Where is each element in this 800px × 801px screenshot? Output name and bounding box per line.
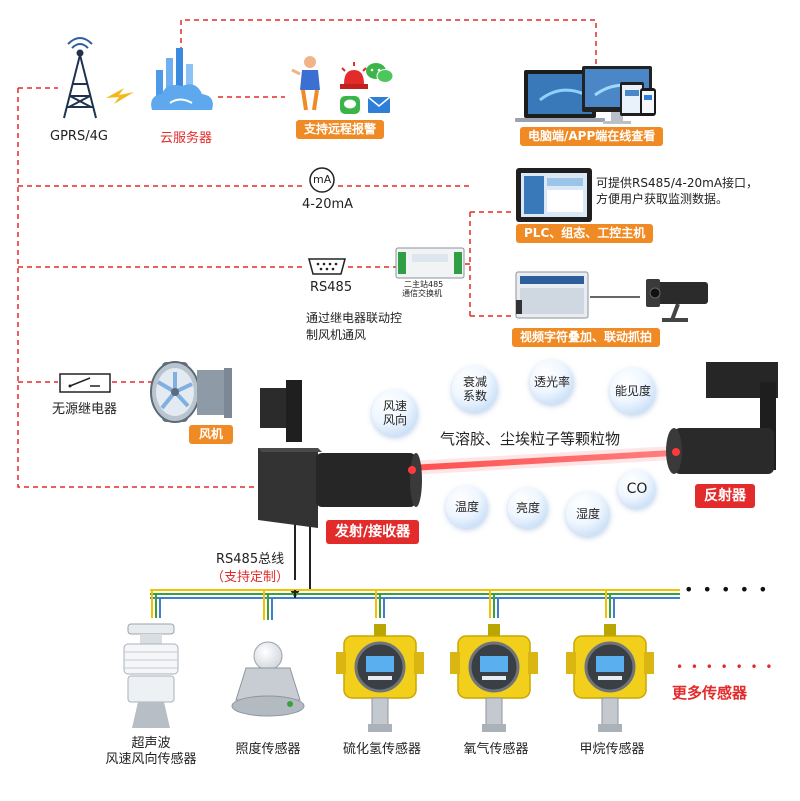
switch-label-line2: 通信交换机 [402, 289, 442, 298]
rs485-label: RS485 [310, 280, 353, 295]
rs485-bus [150, 520, 680, 599]
sensor-label-methane: 甲烷传感器 [579, 742, 645, 757]
dashed-link-switch-branch [465, 211, 515, 317]
reflector-icon [666, 362, 778, 474]
fan-tag: 风机 [189, 425, 234, 444]
gprs-tower-icon [63, 37, 97, 119]
bubble-visibility: 能见度 [610, 368, 656, 414]
cloud-server-label: 云服务器 [160, 131, 213, 146]
sensor-label-illuminance: 照度传感器 [235, 742, 301, 757]
interface-note-line2: 方便用户获取监测数据。 [596, 192, 729, 206]
remote-alarm-tag: 支持远程报警 [296, 120, 385, 139]
dashed-link-left-trunk [17, 87, 260, 488]
ma-icon [309, 167, 335, 193]
sensor-oxygen-icon [450, 624, 538, 732]
online-view-tag: 电脑端/APP端在线查看 [520, 127, 664, 146]
bubble-attenuation: 衰减 系数 [452, 366, 498, 412]
rs485-switch-icon [395, 247, 465, 279]
wechat-icon [366, 63, 394, 83]
more-sensors-label: 更多传感器 [672, 684, 748, 702]
bus-custom-label: （支持定制） [211, 570, 290, 585]
interface-note-line1: 可提供RS485/4-20mA接口， [596, 176, 759, 190]
bubble-brightness: 亮度 [508, 488, 548, 528]
relay-note-line1: 通过继电器联动控 [306, 311, 403, 325]
email-icon [367, 96, 391, 113]
plc-panel-icon [516, 168, 592, 222]
ma-icon-text: mA [313, 173, 332, 186]
sensor-label-ultrasonic: 超声波 风速风向传感器 [105, 736, 197, 767]
relay-label: 无源继电器 [52, 402, 118, 417]
ma-label: 4-20mA [302, 197, 354, 212]
sensor-h2s-icon [336, 624, 424, 732]
sensor-label-oxygen: 氧气传感器 [463, 742, 529, 757]
dots-bus-continue: • • • • • [684, 580, 770, 599]
lightning-icon [106, 88, 134, 104]
switch-label-line1: 二主站485 [404, 280, 444, 289]
bubble-temperature: 温度 [446, 486, 488, 528]
transceiver-tag: 发射/接收器 [326, 520, 420, 544]
bubble-wind: 风速 风向 [372, 390, 418, 436]
monitor-devices-icon [515, 66, 656, 124]
video-tag: 视频字符叠加、联动抓拍 [512, 328, 661, 347]
ultrasonic-wind-sensor-icon [123, 623, 179, 728]
bubble-humidity: 湿度 [566, 492, 610, 536]
transceiver-icon [258, 380, 422, 528]
gprs-label: GPRS/4G [50, 129, 108, 144]
bubble-transmittance: 透光率 [530, 360, 574, 404]
particles-label: 气溶胶、尘埃粒子等颗粒物 [440, 430, 621, 448]
dashed-link-top [180, 19, 597, 70]
alarm-light-icon [340, 62, 368, 89]
cloud-server-icon [151, 48, 213, 110]
relay-icon [59, 373, 111, 393]
dots-more-sensors: • • • • • • • [676, 660, 775, 674]
video-overlay-box-icon [515, 271, 589, 319]
rs485-connector-icon [308, 258, 346, 275]
relay-note-line2: 制风机通风 [306, 328, 367, 342]
bubble-co: CO [618, 470, 656, 508]
sensor-label-h2s: 硫化氢传感器 [342, 742, 421, 757]
laser-beam [407, 449, 693, 471]
illuminance-sensor-icon [231, 641, 305, 717]
fan-icon [150, 361, 232, 423]
alarm-person-icon [291, 56, 320, 111]
plc-tag: PLC、组态、工控主机 [516, 224, 654, 243]
reflector-tag: 反射器 [695, 484, 755, 508]
bus-drops [151, 590, 615, 620]
camera-icon [646, 279, 708, 322]
message-icon [340, 96, 360, 114]
sensor-methane-icon [566, 624, 654, 732]
bus-label: RS485总线 [216, 552, 285, 567]
